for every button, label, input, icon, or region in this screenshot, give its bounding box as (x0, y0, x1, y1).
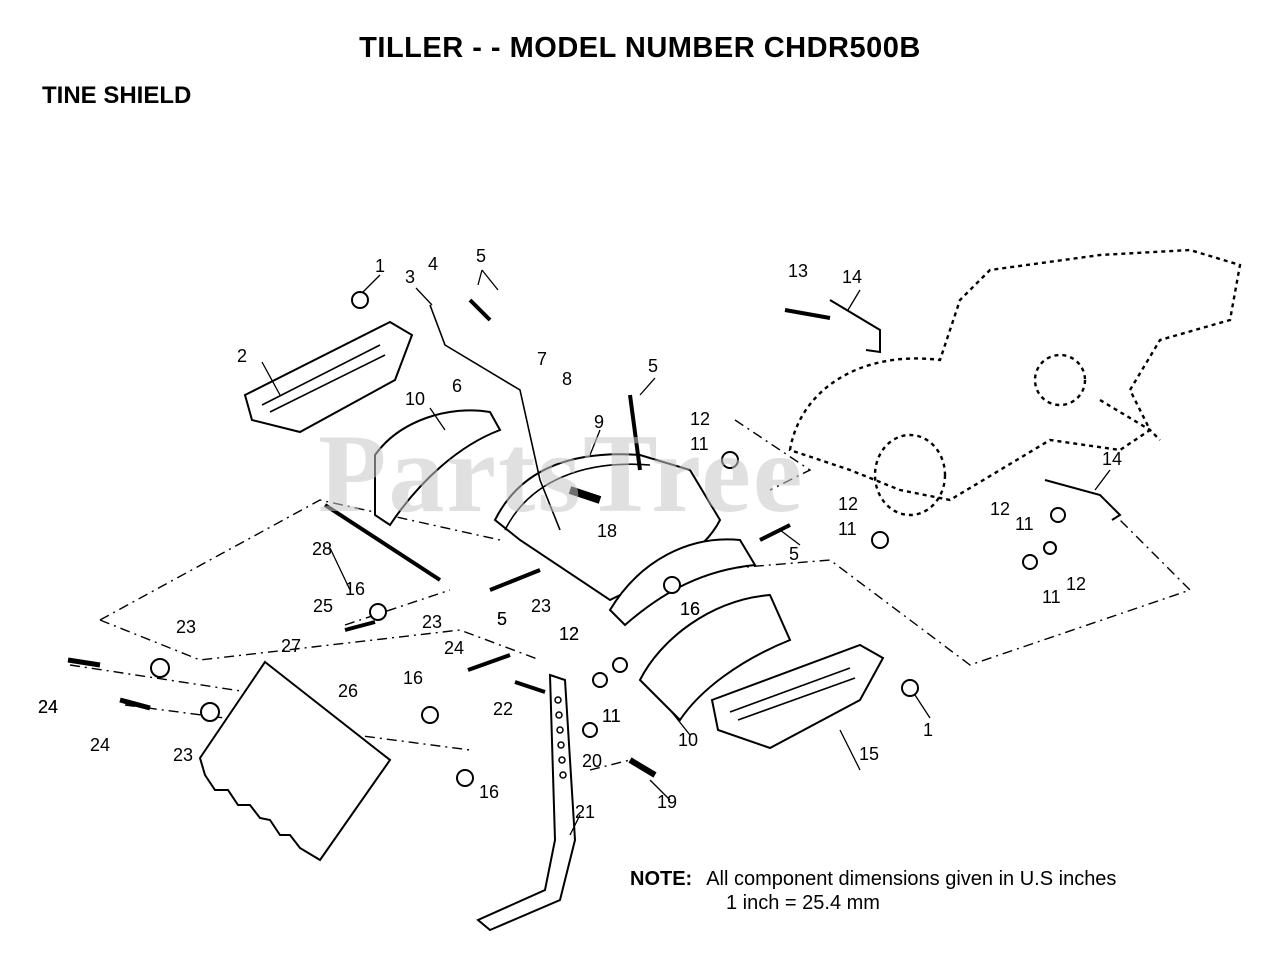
callout: 1 (923, 720, 933, 740)
right-shield-arch (608, 538, 757, 627)
section-title: TINE SHIELD (42, 82, 192, 109)
callout: 5 (648, 356, 658, 376)
part-14-bracket-lower (1044, 479, 1122, 521)
callout: 16 (680, 599, 700, 619)
callout: 24 (38, 697, 58, 717)
callout: 23 (422, 612, 442, 632)
dimension-note: NOTE: All component dimensions given in U… (630, 868, 1117, 914)
callout: 5 (476, 246, 486, 266)
callout: 13 (788, 261, 808, 281)
callout: 11 (690, 434, 709, 454)
callout: 23 (531, 596, 551, 616)
callout: 12 (990, 499, 1010, 519)
callout: 26 (338, 681, 358, 701)
note-label: NOTE: (630, 868, 693, 890)
callout: 5 (789, 544, 799, 564)
part-3-7-linkage (429, 304, 561, 531)
transmission-housing (788, 248, 1242, 517)
assembly-lines (69, 419, 1192, 771)
callout: 10 (678, 730, 698, 750)
watermark: PartsTree (318, 412, 805, 536)
callout: 19 (657, 792, 677, 812)
callout: 7 (537, 349, 547, 369)
callout: 14 (1102, 449, 1122, 469)
callout-leaders (261, 269, 1111, 836)
part-27-flap (198, 660, 392, 862)
part-28-rod (323, 503, 442, 582)
callout: 11 (602, 706, 621, 726)
callout: 1 (375, 256, 385, 276)
callout: 27 (281, 636, 301, 656)
callout: 16 (403, 668, 423, 688)
callout: 11 (838, 519, 857, 539)
callout: 21 (575, 802, 595, 822)
callout: 11 (602, 706, 621, 726)
part-10-fender-right (638, 593, 792, 722)
callout: 11 (1042, 587, 1061, 607)
callout: 16 (479, 782, 499, 802)
callout: 23 (176, 617, 196, 637)
callout: 10 (405, 389, 425, 409)
callout: 4 (428, 254, 438, 274)
callout: 2 (237, 346, 247, 366)
callout: 24 (444, 638, 464, 658)
callout: 16 (680, 599, 700, 619)
callout: 22 (493, 699, 513, 719)
page-title: TILLER - - MODEL NUMBER CHDR500B (359, 32, 921, 64)
part-21-depth-bar (476, 673, 577, 932)
callout: 24 (90, 735, 110, 755)
callout: 11 (1015, 514, 1034, 534)
callout: 15 (859, 744, 879, 764)
note-line-1: All component dimensions given in U.S in… (706, 868, 1117, 890)
callout: 12 (559, 624, 579, 644)
callout: 12 (1066, 574, 1086, 594)
callout: 12 (559, 624, 579, 644)
callout: 12 (838, 494, 858, 514)
part-15-plate (710, 643, 885, 750)
callout: 25 (313, 596, 333, 616)
callout: 5 (497, 609, 507, 629)
callout: 23 (173, 745, 193, 765)
callout: 28 (312, 539, 332, 559)
fasteners (67, 291, 1066, 787)
callout-labels: 1 2 3 4 5 5 6 7 8 9 10 5 12 11 18 28 16 … (38, 246, 1122, 822)
note-line-2: 1 inch = 25.4 mm (726, 892, 880, 914)
callout: 16 (345, 579, 365, 599)
callout: 5 (497, 609, 507, 629)
part-10-fender-left (374, 409, 502, 527)
callout: 20 (582, 751, 602, 771)
callout: 3 (405, 267, 415, 287)
callout: 14 (842, 267, 862, 287)
callout: 8 (562, 369, 572, 389)
callout: 12 (690, 409, 710, 429)
part-2-plate (243, 320, 414, 434)
callout: 9 (594, 412, 604, 432)
callout: 18 (597, 521, 617, 541)
callout: 6 (452, 376, 462, 396)
part-14-bracket-upper (829, 299, 881, 354)
callout: 24 (38, 697, 58, 717)
